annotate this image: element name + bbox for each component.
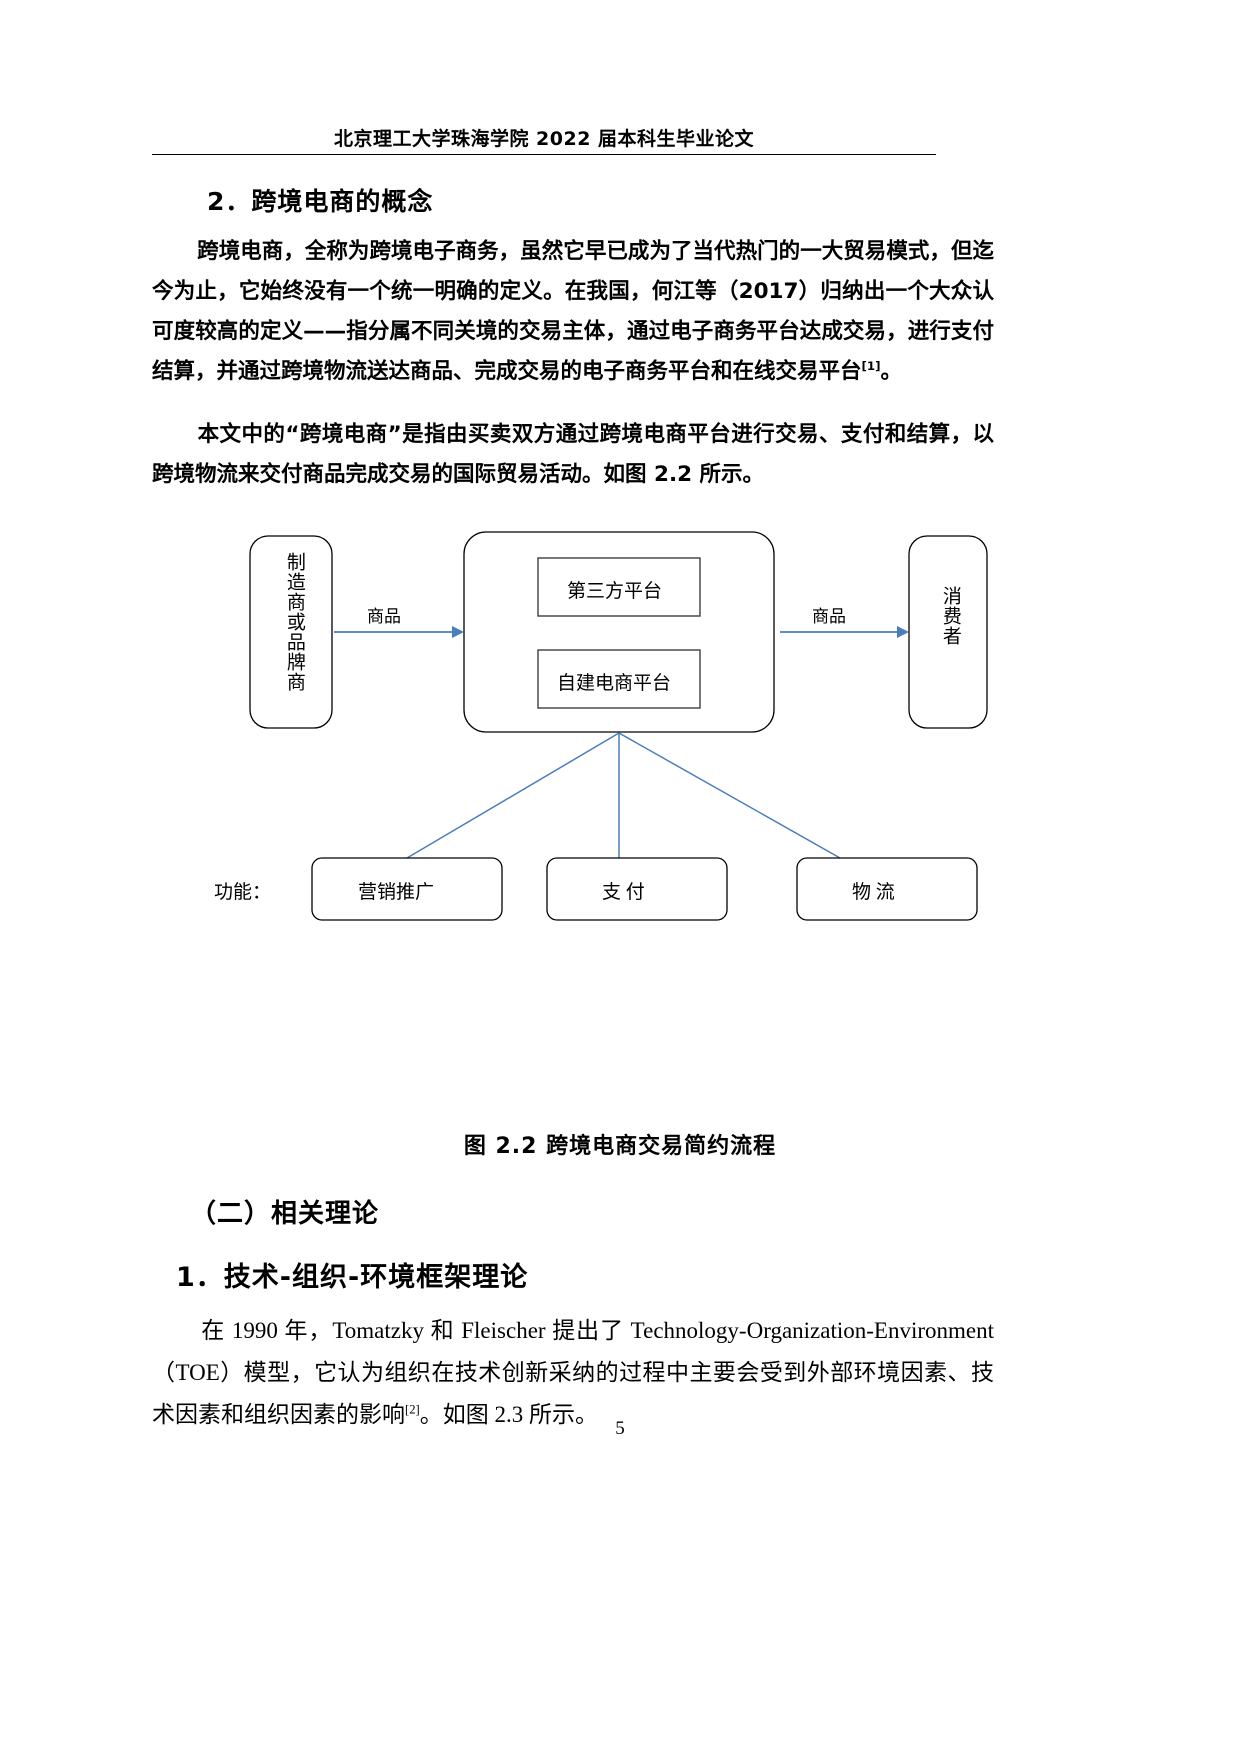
node-self-built-platform-label: 自建电商平台 [557,673,672,694]
paragraph-thesis-definition: 本文中的“跨境电商”是指由买卖双方通过跨境电商平台进行交易、支付和结算，以跨境物… [152,415,994,495]
node-third-party-platform-label: 第三方平台 [567,581,663,602]
node-supplier-label: 制造商或品牌商 [283,552,305,692]
node-third-party-platform-box [537,557,701,617]
paragraph-thesis-definition-text: 本文中的“跨境电商”是指由买卖双方通过跨境电商平台进行交易、支付和结算，以跨境物… [152,422,994,487]
arrow-supplier-to-platform-head [452,626,464,638]
arrow-label-goods-left: 商品 [367,607,401,626]
header-title: 北京理工大学珠海学院 2022 届本科生毕业论文 [333,128,755,150]
heading-cross-border-ecommerce-concept: 2．跨境电商的概念 [207,187,434,216]
figure-2-2-caption: 图 2.2 跨境电商交易简约流程 [463,1134,777,1159]
heading-related-theory: （二）相关理论 [190,1199,380,1229]
citation-marker-2: [2] [405,1402,420,1417]
node-function-marketing-label: 营销推广 [358,882,435,903]
node-self-built-platform-box [537,649,701,709]
heading-toe-framework: 1．技术-组织-环境框架理论 [176,1262,529,1293]
arrow-label-goods-right: 商品 [812,607,846,626]
page-number: 5 [615,1418,625,1439]
figure-2-2-flowchart: 制造商或品牌商 商品 第三方平台 自建电商平台 商品 消费者 功能： 营销推广 … [152,520,1092,990]
paragraph-concept-definition-tail: 。 [880,359,903,384]
node-function-logistics-box [796,857,978,921]
paragraph-concept-definition-text: 跨境电商，全称为跨境电子商务，虽然它早已成为了当代热门的一大贸易模式，但迄今为止… [152,239,994,384]
paragraph-toe-description: 在 1990 年，Tomatzky 和 Fleischer 提出了 Techno… [152,1310,994,1436]
functions-row-label: 功能： [214,882,272,903]
arrow-platform-to-consumer-head [897,626,909,638]
connector-platform-to-logistics [618,732,841,859]
node-consumer-label: 消费者 [939,586,961,646]
paragraph-concept-definition: 跨境电商，全称为跨境电子商务，虽然它早已成为了当代热门的一大贸易模式，但迄今为止… [152,232,994,392]
running-header: 北京理工大学珠海学院 2022 届本科生毕业论文 [152,128,936,155]
connector-platform-to-marketing [406,732,620,859]
node-function-logistics-label: 物 流 [852,882,895,903]
node-function-marketing-box [311,857,503,921]
node-function-payment-box [546,857,728,921]
citation-marker-1: [1] [861,358,881,373]
header-divider [152,153,936,155]
paragraph-toe-description-text: 在 1990 年，Tomatzky 和 Fleischer 提出了 Techno… [152,1318,994,1427]
paragraph-toe-description-tail: 。如图 2.3 所示。 [419,1402,598,1427]
flowchart-svg [249,531,988,921]
node-function-payment-label: 支 付 [602,882,645,903]
node-supplier-box [249,535,333,729]
